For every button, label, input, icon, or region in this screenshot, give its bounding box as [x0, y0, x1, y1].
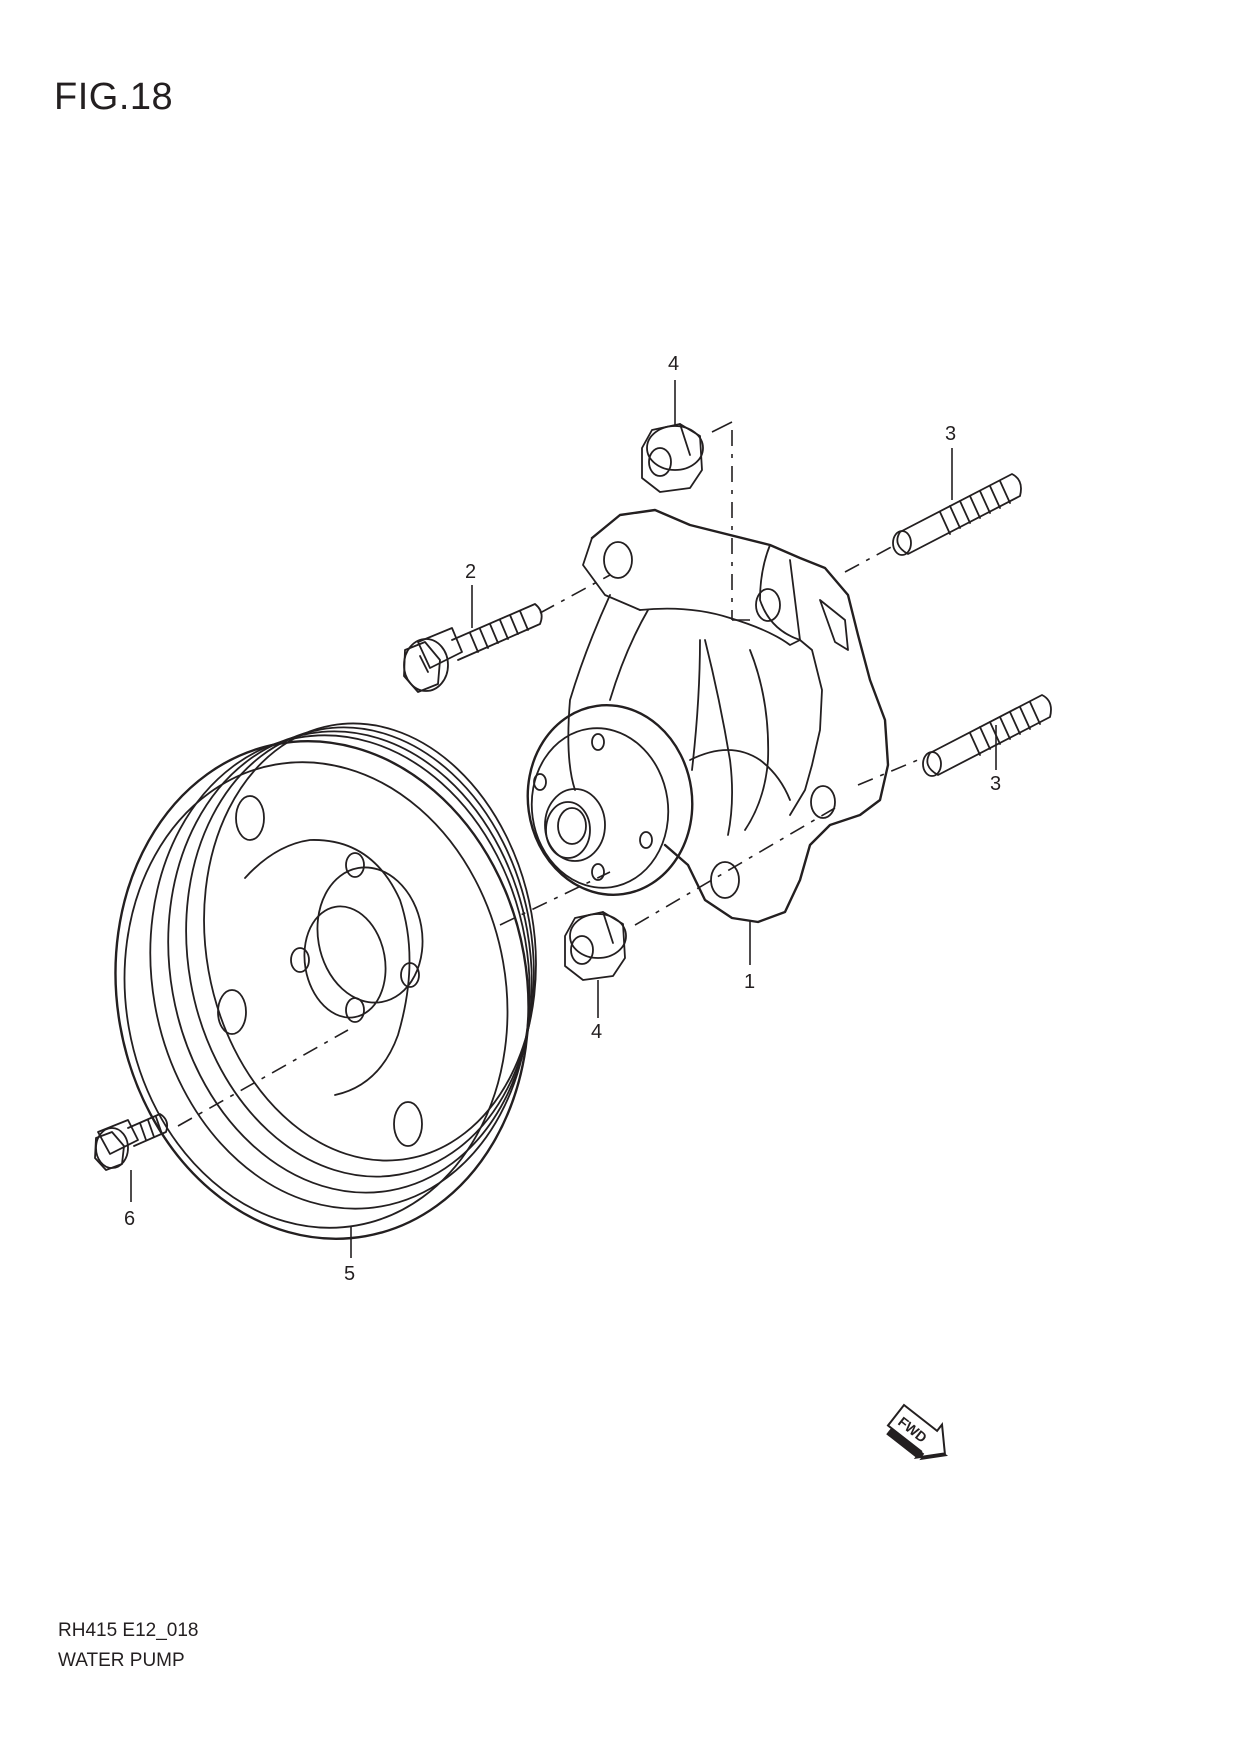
pulley: [114, 722, 537, 1240]
bolt-2: [403, 603, 543, 693]
assembly-lines: [177, 421, 926, 1127]
callout-2: 2: [465, 561, 476, 583]
nut-upper: [641, 423, 704, 493]
diagram-code: RH415 E12_018: [58, 1620, 199, 1641]
diagram-caption: WATER PUMP: [58, 1650, 185, 1671]
stud-bolt-lower: [922, 694, 1052, 777]
callout-3-lower: 3: [990, 773, 1001, 795]
callout-4-top: 4: [668, 353, 679, 375]
figure-title: FIG.18: [54, 76, 174, 118]
callout-3-upper: 3: [945, 423, 956, 445]
callout-5: 5: [344, 1263, 355, 1285]
callout-4-bottom: 4: [591, 1021, 602, 1043]
fwd-arrow-icon: FWD: [886, 1403, 949, 1461]
callouts: 4 3 2 3 1 4 6 5: [124, 353, 1001, 1285]
water-pump: [526, 508, 890, 924]
nut-lower: [564, 911, 627, 981]
bolt-6: [94, 1113, 169, 1171]
stud-bolt-upper: [892, 473, 1022, 556]
callout-6: 6: [124, 1208, 135, 1230]
callout-1: 1: [744, 971, 755, 993]
